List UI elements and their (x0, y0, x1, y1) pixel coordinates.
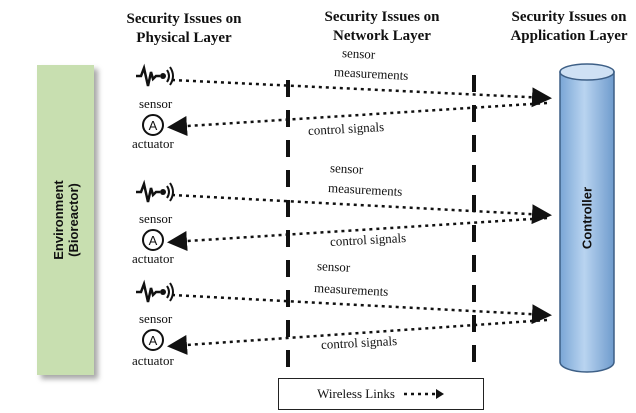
header-physical-layer: Security Issues on Physical Layer (109, 10, 259, 48)
measurement-label: sensor (316, 258, 351, 275)
actuator-label: actuator (132, 136, 174, 151)
sensor-icon (136, 279, 174, 303)
sensor-label: sensor (139, 211, 173, 226)
sensor-icon (136, 179, 174, 203)
measurement-link (171, 78, 552, 108)
header-line: Security Issues on (126, 11, 242, 27)
actuator-label: actuator (132, 251, 174, 266)
actuator-symbol: A (149, 333, 158, 348)
actuator-icon: A (142, 329, 164, 351)
measurement-label: sensor (341, 45, 376, 62)
legend-label: Wireless Links (317, 386, 395, 401)
sensor-label: sensor (139, 96, 173, 111)
actuator-label: actuator (132, 353, 174, 368)
sensor-label: sensor (139, 311, 173, 326)
controller-cylinder (559, 63, 615, 373)
dotted-arrow-icon (403, 389, 444, 399)
header-application-layer: Security Issues on Application Layer (494, 8, 636, 46)
actuator-symbol: A (149, 118, 158, 133)
header-line: Application Layer (510, 28, 628, 44)
header-line: Security Issues on (511, 9, 627, 25)
measurement-label: sensor (329, 160, 364, 177)
legend-box: Wireless Links (278, 378, 484, 410)
environment-box: Environment (Bioreactor) (37, 65, 94, 375)
header-line: Network Layer (333, 28, 431, 44)
sensor-icon (136, 63, 174, 87)
header-line: Physical Layer (136, 30, 232, 46)
actuator-icon: A (142, 114, 164, 136)
header-line: Security Issues on (324, 9, 440, 25)
actuator-icon: A (142, 229, 164, 251)
actuator-symbol: A (149, 233, 158, 248)
header-network-layer: Security Issues on Network Layer (307, 8, 457, 46)
measurement-link (171, 193, 552, 225)
